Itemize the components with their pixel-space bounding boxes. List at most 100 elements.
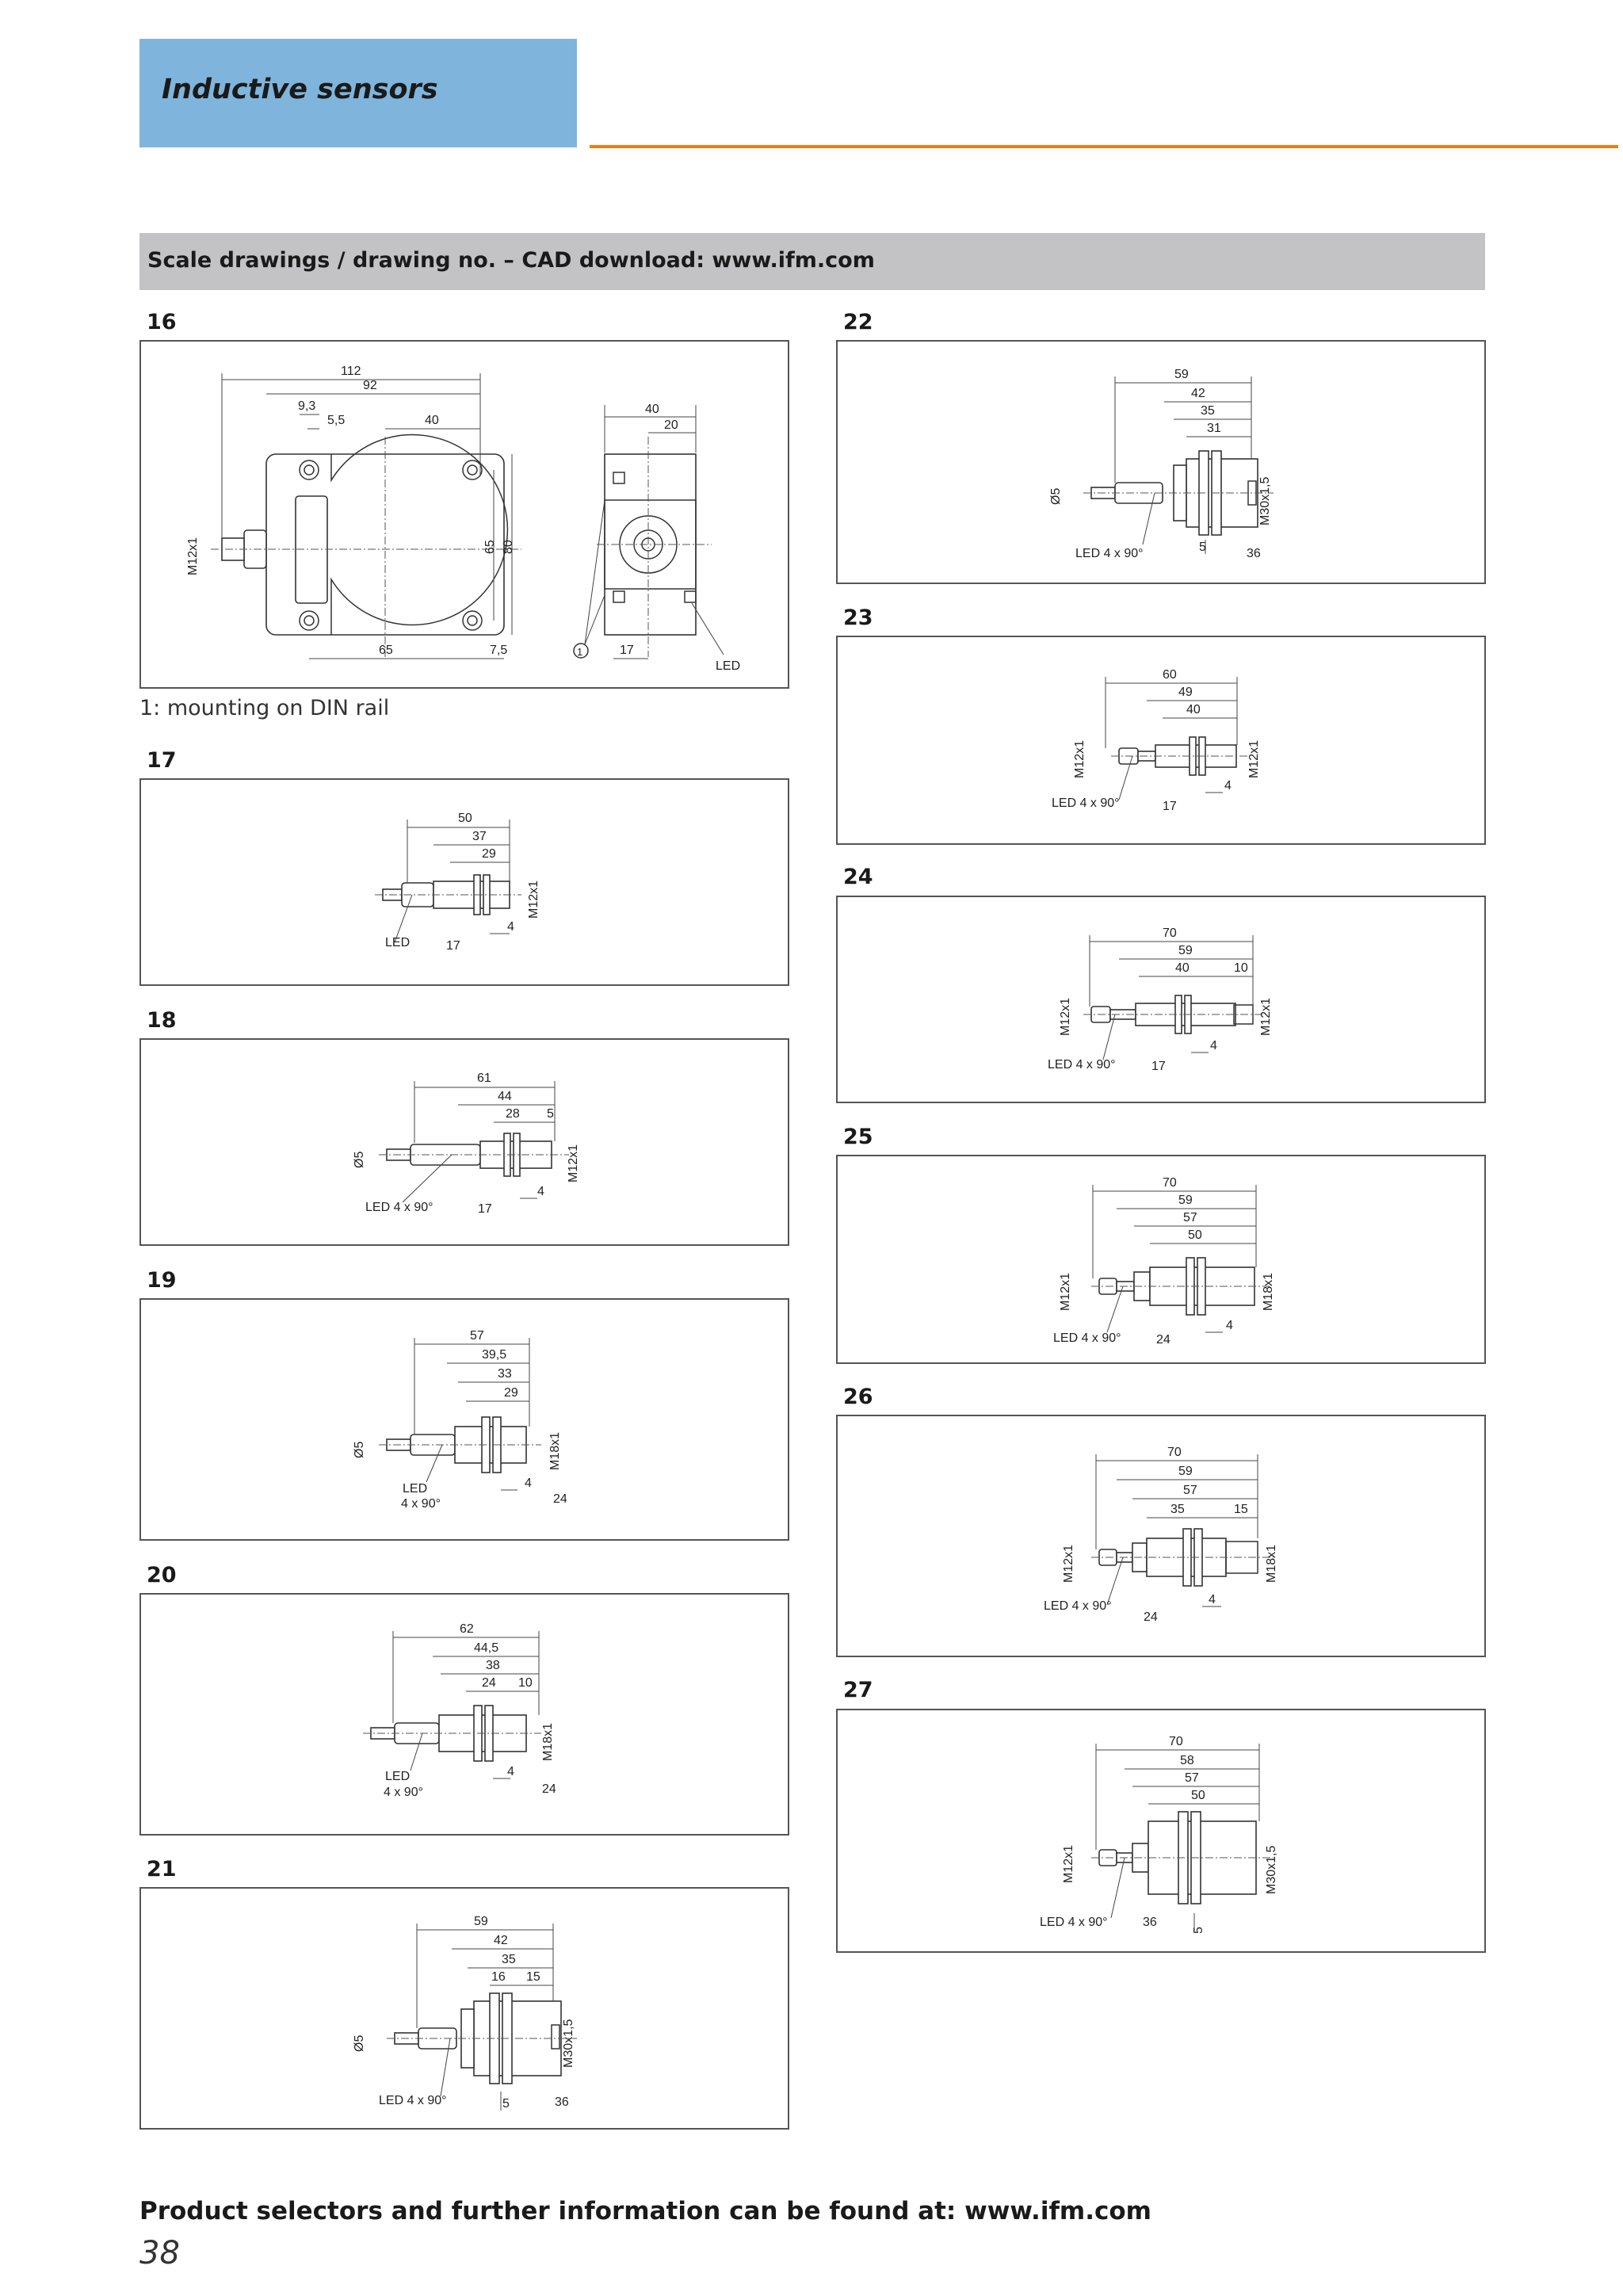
thread-m12: M12x1 [1062, 1845, 1075, 1883]
drawing-21: 59 42 35 16 15 5 M30x1,5 Ø5 LED 4 x 90° … [139, 1887, 789, 2130]
dim-40: 40 [425, 414, 439, 427]
led-label: LED 4 x 90° [1075, 547, 1144, 560]
dim-59: 59 [474, 1915, 488, 1928]
dim-10: 10 [518, 1676, 533, 1690]
drawing-number-27: 27 [843, 1678, 873, 1702]
dim-28: 28 [506, 1107, 520, 1121]
dim-4: 4 [1210, 1039, 1217, 1052]
dim-50: 50 [1191, 1789, 1205, 1802]
dim-57: 57 [470, 1329, 484, 1343]
dim-50: 50 [1188, 1228, 1202, 1242]
diameter-5: Ø5 [353, 2035, 366, 2052]
led-angle: 4 x 90° [401, 1497, 441, 1511]
dim-33: 33 [498, 1367, 512, 1381]
dim-40: 40 [1175, 961, 1190, 975]
header-banner: Inductive sensors [139, 39, 577, 147]
dim-70: 70 [1163, 1176, 1177, 1190]
dim-49: 49 [1178, 686, 1193, 699]
dim-42: 42 [1191, 387, 1205, 400]
diameter-5: Ø5 [353, 1442, 366, 1458]
drawing-number-21: 21 [147, 1857, 177, 1881]
led-label: LED [403, 1482, 427, 1496]
dim-39-5: 39,5 [482, 1348, 506, 1362]
thread-m12: M12x1 [1062, 1545, 1075, 1583]
dim-50: 50 [458, 812, 472, 825]
led-label: LED 4 x 90° [365, 1201, 433, 1214]
drawing-27: 70 58 57 50 5 M12x1 M30x1,5 LED 4 x 90° … [836, 1709, 1486, 1953]
section-title: Scale drawings / drawing no. – CAD downl… [147, 248, 875, 273]
thread-m12: M12x1 [186, 537, 200, 575]
wrench-size: 24 [542, 1782, 556, 1796]
drawing-number-22: 22 [843, 310, 873, 334]
dim-15: 15 [1234, 1503, 1248, 1516]
led-label: LED [385, 936, 410, 949]
dim-59: 59 [1178, 1465, 1193, 1478]
dim-59: 59 [1174, 368, 1189, 381]
dim-112: 112 [341, 365, 361, 378]
thread-m12-left: M12x1 [1073, 740, 1086, 778]
dim-4: 4 [537, 1185, 544, 1198]
led-label: LED 4 x 90° [1044, 1599, 1112, 1613]
dim-5: 5 [1192, 1927, 1205, 1934]
thread-m18: M18x1 [1262, 1273, 1275, 1311]
dim-4: 4 [1226, 1319, 1233, 1332]
dim-38: 38 [486, 1659, 500, 1672]
thread-m18: M18x1 [1265, 1545, 1278, 1583]
led-label: LED 4 x 90° [1052, 797, 1120, 810]
led-angle: 4 x 90° [384, 1786, 423, 1799]
led-label: LED 4 x 90° [1053, 1331, 1121, 1345]
diameter-5: Ø5 [353, 1152, 366, 1168]
dim-7-5: 7,5 [490, 644, 507, 657]
drawing-number-23: 23 [843, 606, 873, 630]
header-title: Inductive sensors [162, 74, 438, 105]
led-label: LED 4 x 90° [1048, 1058, 1116, 1072]
diameter-5: Ø5 [1049, 488, 1063, 505]
dim-20: 20 [664, 418, 678, 432]
drawing-17: 50 37 29 4 M12x1 LED 17 [139, 778, 789, 986]
led-label: LED 4 x 90° [379, 2094, 447, 2107]
footer-text: Product selectors and further informatio… [139, 2197, 1151, 2225]
drawing-number-19: 19 [147, 1268, 177, 1293]
wrench-size: 17 [1163, 800, 1177, 813]
drawing-25: 70 59 57 50 4 M12x1 M18x1 LED 4 x 90° 24 [836, 1155, 1486, 1364]
dim-57: 57 [1185, 1771, 1199, 1785]
dim-24: 24 [482, 1676, 496, 1690]
thread-m18: M18x1 [541, 1723, 555, 1761]
led-label: LED 4 x 90° [1040, 1916, 1108, 1929]
thread-m12: M12x1 [527, 881, 540, 919]
wrench-size: 36 [1143, 1916, 1157, 1929]
dim-59: 59 [1178, 1194, 1193, 1207]
dim-65: 65 [379, 644, 393, 657]
dim-5-5: 5,5 [327, 414, 345, 427]
wrench-size: 17 [1151, 1060, 1166, 1073]
thread-m30: M30x1,5 [1258, 477, 1272, 525]
drawing-number-16: 16 [147, 310, 177, 334]
dim-60: 60 [1163, 668, 1177, 682]
dim-4: 4 [507, 920, 514, 934]
wrench-size: 17 [478, 1202, 492, 1216]
dim-70: 70 [1169, 1735, 1183, 1748]
drawing-number-18: 18 [147, 1008, 177, 1033]
dim-57: 57 [1183, 1211, 1197, 1224]
drawing-26: 70 59 57 35 15 4 M12x1 M18x1 LED 4 x 90°… [836, 1415, 1486, 1657]
dim-92: 92 [363, 379, 377, 392]
drawing-18: 61 44 28 5 4 M12x1 Ø5 LED 4 x 90° 17 [139, 1038, 789, 1246]
thread-m18: M18x1 [548, 1432, 562, 1470]
thread-m30: M30x1,5 [1265, 1846, 1278, 1894]
dim-5: 5 [547, 1107, 554, 1121]
thread-m12: M12x1 [1059, 1273, 1072, 1311]
dim-70: 70 [1167, 1446, 1182, 1459]
dim-35: 35 [1201, 404, 1215, 418]
thread-m12-left: M12x1 [1059, 998, 1072, 1036]
dim-4: 4 [507, 1765, 514, 1778]
thread-m12-right: M12x1 [1247, 740, 1261, 778]
dim-29: 29 [504, 1386, 518, 1400]
dim-44-5: 44,5 [474, 1641, 498, 1655]
dim-4: 4 [1209, 1593, 1216, 1606]
drawing-number-25: 25 [843, 1125, 873, 1149]
dim-15: 15 [526, 1970, 540, 1984]
dim-10: 10 [1234, 961, 1248, 975]
dim-40: 40 [1186, 703, 1201, 716]
section-title-bar: Scale drawings / drawing no. – CAD downl… [139, 233, 1485, 290]
drawing-number-17: 17 [147, 748, 177, 773]
